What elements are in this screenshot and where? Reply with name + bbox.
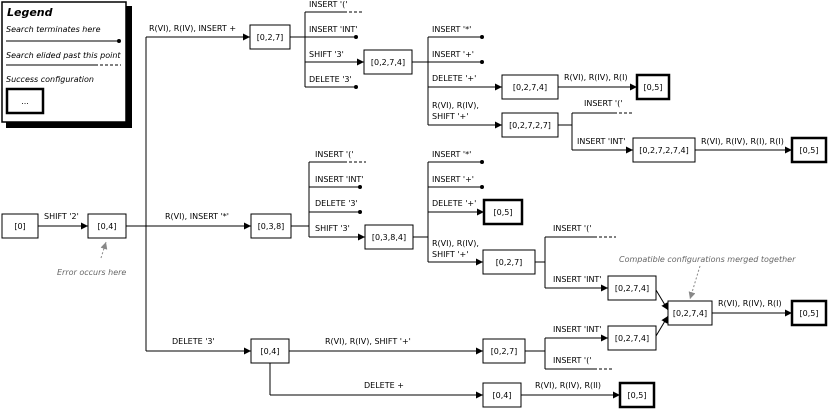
svg-text:[0,4]: [0,4] [261, 347, 280, 356]
svg-text:[0,2,7,4]: [0,2,7,4] [673, 309, 707, 318]
success-node-b: [0,5] [790, 136, 828, 164]
node-0-2-7-mid: [0,2,7] [482, 249, 536, 275]
edge-label-m2-insert-star: INSERT '*' [432, 150, 471, 159]
node-0-4-bottom: [0,4] [250, 338, 290, 364]
legend-success-box-text: ... [21, 97, 29, 106]
legend: Legend Search terminates here Search eli… [1, 1, 132, 128]
node-0-3-8: [0,3,8] [250, 213, 292, 239]
edge-label-shift3: SHIFT '3' [309, 50, 344, 59]
svg-text:[0,5]: [0,5] [800, 309, 819, 318]
edge-label-merged-reduce: R(VI), R(IV), R(I) [718, 299, 782, 308]
edge-label-m3-insert-lparen: INSERT '(' [553, 224, 591, 233]
edge-label-delete3: DELETE '3' [172, 337, 215, 346]
success-node-e: [0,5] [618, 381, 656, 409]
legend-title: Legend [7, 6, 53, 19]
note-error: Error occurs here [57, 268, 126, 277]
edge-label-reduce: R(VI), R(IV), R(I) [564, 73, 628, 82]
svg-text:[0,5]: [0,5] [628, 391, 647, 400]
edge-label-insert-int: INSERT 'INT' [309, 25, 358, 34]
edge-label-m2-r-line1: R(VI), R(IV), [432, 239, 479, 248]
edge-label-m-shift3: SHIFT '3' [315, 224, 350, 233]
edge-label-b-delete-plus: DELETE + [364, 381, 404, 390]
svg-text:[0,2,7,4]: [0,2,7,4] [615, 334, 649, 343]
edge-label-r-line1: R(VI), R(IV), [432, 101, 479, 110]
edge-label-insert-star: INSERT '*' [432, 25, 471, 34]
node-0-2-7-4-merged: [0,2,7,4] [667, 300, 713, 326]
edge-label-delete-plus: DELETE '+' [432, 74, 476, 83]
edge-label-shift2: SHIFT '2' [44, 212, 79, 221]
node-0-2-7-bottom: [0,2,7] [482, 338, 526, 364]
legend-elided-label: Search elided past this point [6, 51, 121, 60]
svg-text:[0,5]: [0,5] [644, 83, 663, 92]
edge-label-m2-insert-plus: INSERT '+' [432, 175, 474, 184]
svg-text:[0,3,8]: [0,3,8] [258, 222, 285, 231]
node-0-4-last: [0,4] [482, 382, 522, 408]
edge-label-m-insert-int: INSERT 'INT' [315, 175, 364, 184]
edge-label-delete3-top: DELETE '3' [309, 75, 352, 84]
edge-label-m2-r-line2: SHIFT '+' [432, 250, 468, 259]
legend-success-label: Success configuration [6, 75, 94, 84]
node-0-2-7-4-top: [0,2,7,4] [363, 49, 413, 75]
success-node-d: [0,5] [790, 299, 828, 327]
success-node-a: [0,5] [635, 73, 671, 101]
node-0-2-7-top: [0,2,7] [249, 24, 291, 50]
svg-text:[0]: [0] [14, 222, 25, 231]
svg-text:[0,4]: [0,4] [493, 391, 512, 400]
edge-label-insert-int-2: INSERT 'INT' [577, 137, 626, 146]
svg-text:[0,2,7]: [0,2,7] [496, 258, 523, 267]
edge-label-b-r-shift-plus: R(VI), R(IV), SHIFT '+' [325, 337, 411, 346]
svg-text:[0,5]: [0,5] [494, 208, 513, 217]
edge-label-r-insert-plus: R(VI), R(IV), INSERT + [149, 24, 236, 33]
terminate-marker-icon [117, 39, 121, 43]
node-root: [0] [1, 213, 39, 239]
note-merged: Compatible configurations merged togethe… [619, 255, 796, 264]
node-0-4: [0,4] [87, 213, 127, 239]
svg-text:[0,4]: [0,4] [98, 222, 117, 231]
node-0-2-7-4-delete: [0,2,7,4] [501, 74, 559, 100]
edge-label-reduce-4: R(VI), R(IV), R(I), R(I) [701, 137, 784, 146]
edge-label-insert-lparen: INSERT '(' [309, 0, 347, 9]
svg-text:[0,2,7]: [0,2,7] [257, 33, 284, 42]
svg-text:[0,2,7,4]: [0,2,7,4] [371, 58, 405, 67]
edge-label-b2-insert-int: INSERT 'INT' [553, 325, 602, 334]
node-0-2-7-4-mid: [0,2,7,4] [607, 275, 657, 301]
svg-text:[0,2,7,2,7]: [0,2,7,2,7] [509, 121, 551, 130]
edge-label-m-delete3: DELETE '3' [315, 199, 358, 208]
edge-label-m3-insert-int: INSERT 'INT' [553, 275, 602, 284]
svg-text:[0,2,7]: [0,2,7] [491, 347, 518, 356]
node-0-2-7-2-7-4: [0,2,7,2,7,4] [632, 137, 696, 163]
edge-label-r-line2: SHIFT '+' [432, 112, 468, 121]
svg-text:[0,2,7,4]: [0,2,7,4] [615, 284, 649, 293]
svg-text:[0,2,7,4]: [0,2,7,4] [513, 83, 547, 92]
edge-label-m2-delete-plus: DELETE '+' [432, 199, 476, 208]
edge-label-m-insert-lparen: INSERT '(' [315, 150, 353, 159]
edge-label-b-reduce-ii: R(VI), R(IV), R(II) [535, 381, 601, 390]
edge-label-b2-insert-lparen: INSERT '(' [553, 356, 591, 365]
svg-text:[0,3,8,4]: [0,3,8,4] [372, 233, 406, 242]
node-0-2-7-4-bottom: [0,2,7,4] [607, 325, 657, 351]
svg-text:[0,2,7,2,7,4]: [0,2,7,2,7,4] [639, 146, 689, 155]
edge-label-insert-lparen-2: INSERT '(' [584, 99, 622, 108]
node-0-2-7-2-7: [0,2,7,2,7] [501, 112, 559, 138]
legend-terminates-label: Search terminates here [6, 25, 101, 34]
node-0-3-8-4: [0,3,8,4] [364, 224, 414, 250]
svg-text:[0,5]: [0,5] [800, 146, 819, 155]
success-node-c: [0,5] [482, 198, 524, 226]
edge-label-insert-plus: INSERT '+' [432, 50, 474, 59]
edge-label-r-insert-star: R(VI), INSERT '*' [165, 212, 229, 221]
